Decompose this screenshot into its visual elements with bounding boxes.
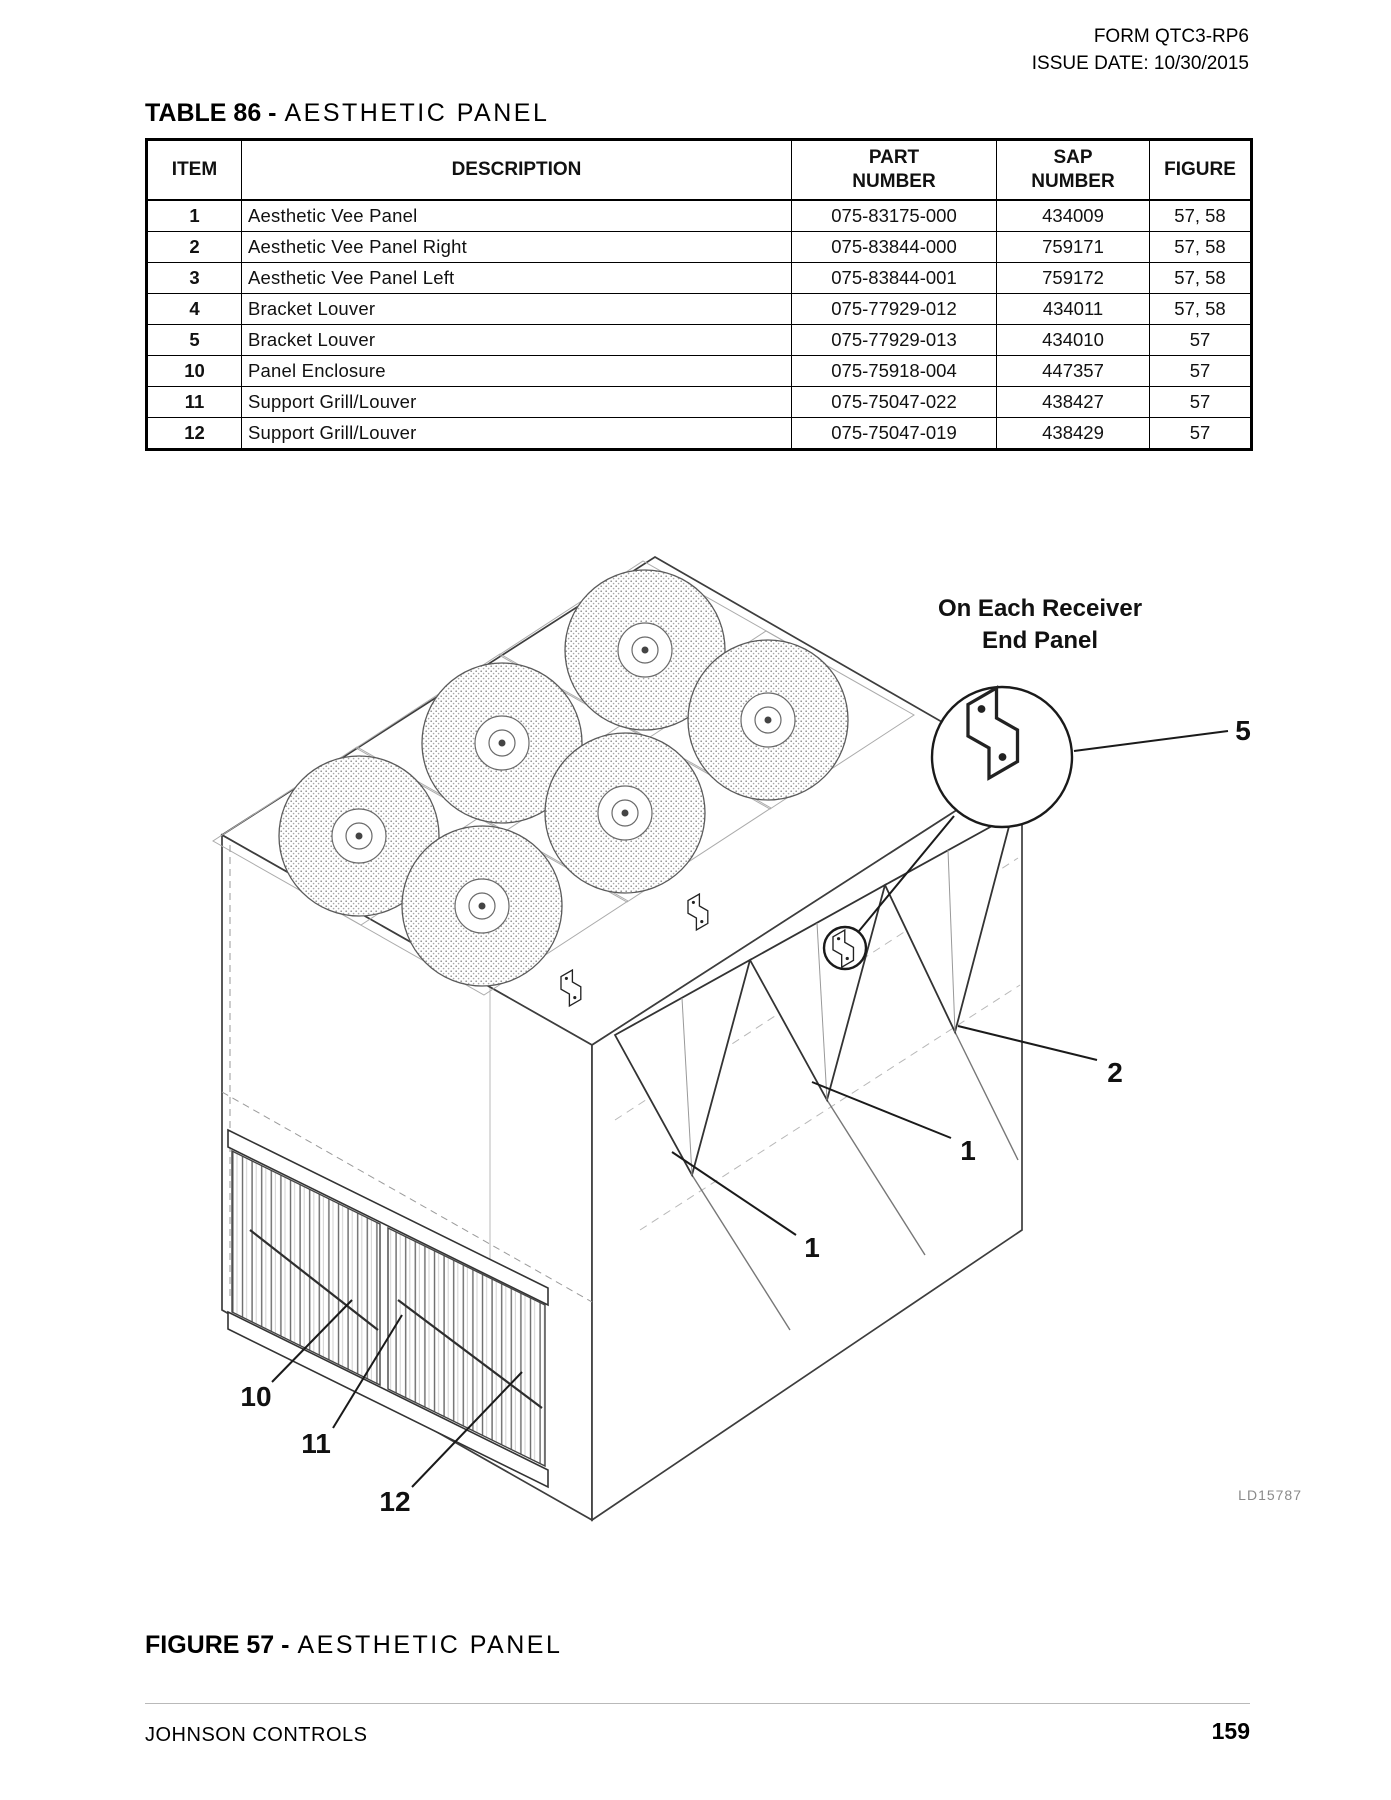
cell-item: 5 (146, 323, 242, 356)
grill-top-rail (227, 1128, 549, 1307)
cell-description: Aesthetic Vee Panel (241, 199, 792, 232)
fan (687, 639, 849, 801)
table-title-text: AESTHETIC PANEL (284, 99, 550, 127)
cell-part-number: 075-77929-012 (791, 292, 997, 325)
table-row: 4 Bracket Louver 075-77929-012 434011 57… (146, 292, 1252, 325)
table-row: 5 Bracket Louver 075-77929-013 434010 57 (146, 323, 1252, 356)
fan (544, 732, 706, 894)
parts-table: ITEM DESCRIPTION PART NUMBER SAP NUMBER … (145, 138, 1253, 451)
table-row: 12 Support Grill/Louver 075-75047-019 43… (146, 416, 1252, 450)
cell-figure: 57, 58 (1149, 230, 1252, 263)
cell-part-number: 075-83844-000 (791, 230, 997, 263)
fan (278, 755, 440, 917)
cell-description: Bracket Louver (241, 323, 792, 356)
cell-description: Bracket Louver (241, 292, 792, 325)
cell-part-number: 075-83175-000 (791, 199, 997, 232)
cell-part-number: 075-77929-013 (791, 323, 997, 356)
cell-sap-number: 434010 (996, 323, 1150, 356)
table-row: 2 Aesthetic Vee Panel Right 075-83844-00… (146, 230, 1252, 263)
cell-sap-number: 438429 (996, 416, 1150, 450)
cell-figure: 57, 58 (1149, 199, 1252, 232)
cell-sap-number: 434009 (996, 199, 1150, 232)
cell-item: 12 (146, 416, 242, 450)
drawing-code: LD15787 (1238, 1487, 1302, 1503)
grill-section-right (387, 1226, 546, 1468)
col-header-sap-number: SAP NUMBER (996, 139, 1150, 201)
callout-2: 2 (1107, 1057, 1123, 1088)
table-title-prefix: TABLE 86 - (145, 99, 277, 127)
cell-figure: 57 (1149, 323, 1252, 356)
figure-caption: FIGURE 57 -AESTHETIC PANEL (145, 1631, 562, 1660)
cell-item: 3 (146, 261, 242, 294)
callout-10: 10 (240, 1381, 271, 1412)
cell-description: Aesthetic Vee Panel Left (241, 261, 792, 294)
cell-part-number: 075-75918-004 (791, 354, 997, 387)
detail-callout: On Each Receiver End Panel 5 (822, 595, 1251, 971)
cell-figure: 57 (1149, 416, 1252, 450)
cell-sap-number: 438427 (996, 385, 1150, 418)
table-row: 3 Aesthetic Vee Panel Left 075-83844-001… (146, 261, 1252, 294)
cell-figure: 57 (1149, 354, 1252, 387)
vee-panel (613, 958, 752, 1178)
cell-description: Aesthetic Vee Panel Right (241, 230, 792, 263)
table-row: 10 Panel Enclosure 075-75918-004 447357 … (146, 354, 1252, 387)
grill-bottom-rail (227, 1310, 549, 1489)
cell-figure: 57 (1149, 385, 1252, 418)
table-row: 1 Aesthetic Vee Panel 075-83175-000 4340… (146, 199, 1252, 232)
figure-caption-text: AESTHETIC PANEL (297, 1631, 563, 1659)
cell-item: 10 (146, 354, 242, 387)
table-header-row: ITEM DESCRIPTION PART NUMBER SAP NUMBER … (146, 139, 1252, 201)
page-header: FORM QTC3-RP6 ISSUE DATE: 10/30/2015 (1032, 24, 1249, 77)
col-header-description: DESCRIPTION (241, 139, 792, 201)
support-grill-louver (227, 1128, 549, 1489)
cell-description: Panel Enclosure (241, 354, 792, 387)
col-header-part-number: PART NUMBER (791, 139, 997, 201)
cell-item: 1 (146, 199, 242, 232)
footer-page-number: 159 (1211, 1718, 1250, 1744)
figure-callouts: 2 1 1 10 11 12 (240, 1025, 1123, 1517)
condenser-fans (212, 560, 915, 996)
cell-sap-number: 434011 (996, 292, 1150, 325)
fan (564, 569, 726, 731)
callout-1-lower: 1 (804, 1232, 820, 1263)
footer-company: JOHNSON CONTROLS (145, 1724, 368, 1746)
cell-sap-number: 759171 (996, 230, 1150, 263)
callout-1-upper: 1 (960, 1135, 976, 1166)
col-header-item: ITEM (146, 139, 242, 201)
cell-item: 11 (146, 385, 242, 418)
cell-item: 4 (146, 292, 242, 325)
cell-item: 2 (146, 230, 242, 263)
cell-part-number: 075-75047-019 (791, 416, 997, 450)
figure-caption-prefix: FIGURE 57 - (145, 1631, 290, 1659)
cell-description: Support Grill/Louver (241, 385, 792, 418)
issue-date: ISSUE DATE: 10/30/2015 (1031, 52, 1249, 74)
form-number: FORM QTC3-RP6 (1093, 26, 1249, 47)
unit-right-face (591, 766, 1023, 1522)
table-title: TABLE 86 -AESTHETIC PANEL (145, 99, 549, 128)
table-row: 11 Support Grill/Louver 075-75047-022 43… (146, 385, 1252, 418)
receiver-annotation-line1: On Each Receiver (938, 595, 1142, 622)
cell-figure: 57, 58 (1149, 292, 1252, 325)
cell-part-number: 075-83844-001 (791, 261, 997, 294)
fan (401, 825, 563, 987)
grill-section-left (231, 1149, 381, 1387)
figure-drawing: On Each Receiver End Panel 5 2 1 1 10 11… (212, 556, 1302, 1522)
cell-part-number: 075-75047-022 (791, 385, 997, 418)
cell-figure: 57, 58 (1149, 261, 1252, 294)
callout-11: 11 (301, 1428, 331, 1459)
callout-5: 5 (1235, 715, 1251, 746)
receiver-annotation-line2: End Panel (982, 627, 1098, 654)
cell-sap-number: 447357 (996, 354, 1150, 387)
footer-rule (145, 1703, 1250, 1704)
col-header-figure: FIGURE (1149, 139, 1252, 201)
callout-12: 12 (379, 1486, 410, 1517)
panel-enclosure-seams (221, 845, 593, 1303)
cell-sap-number: 759172 (996, 261, 1150, 294)
cell-description: Support Grill/Louver (241, 416, 792, 450)
fan (421, 662, 583, 824)
